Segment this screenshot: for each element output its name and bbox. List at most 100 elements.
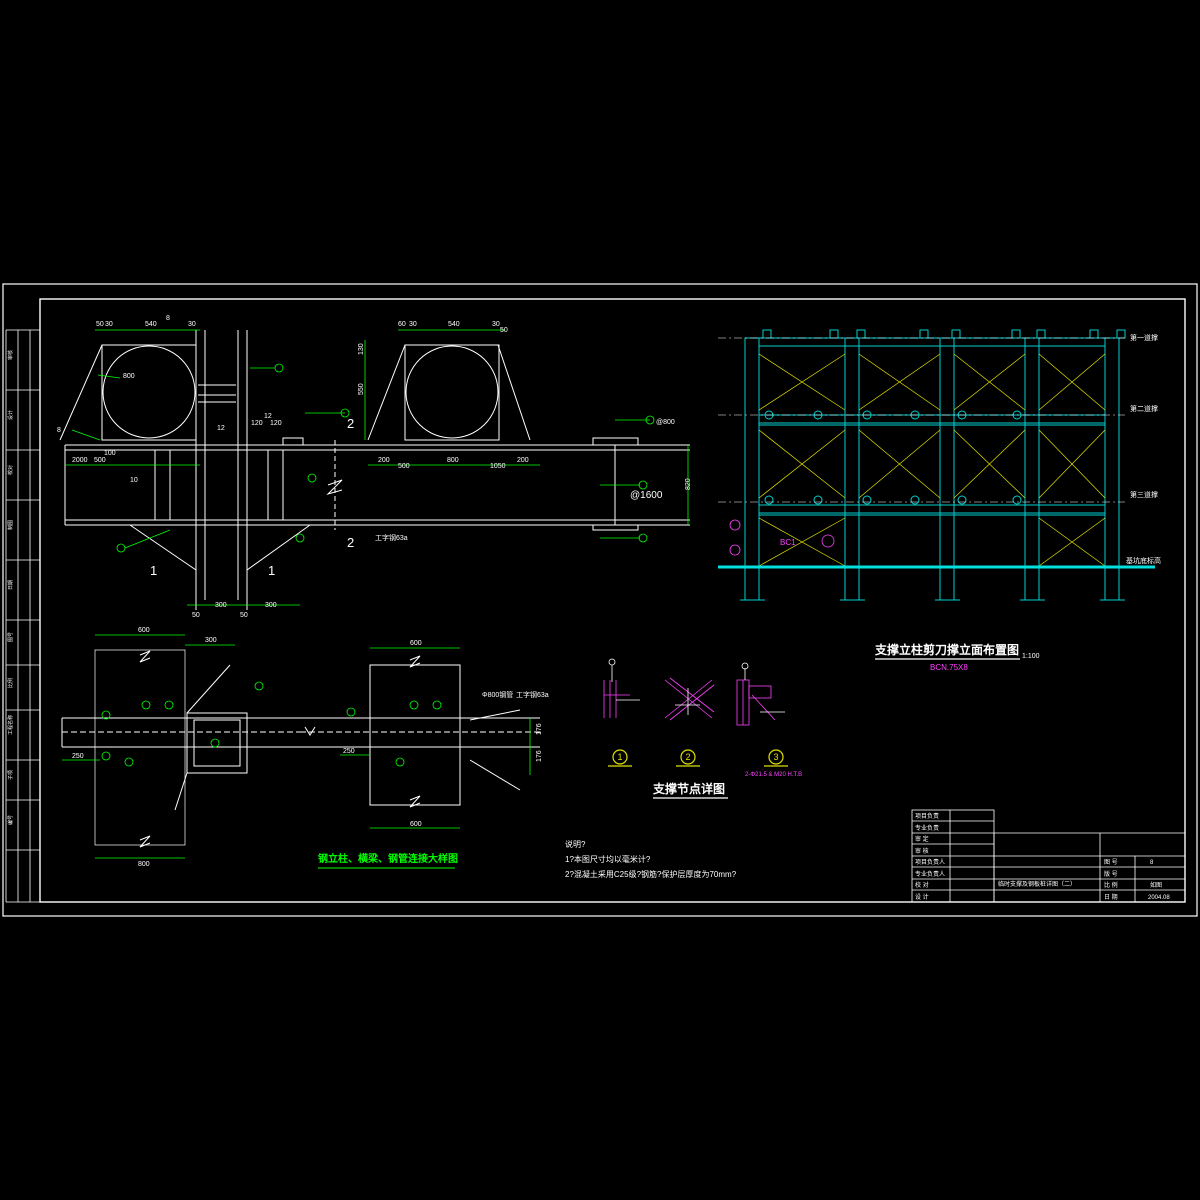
node-labels: 1 2 3 bbox=[617, 752, 778, 762]
dim-text: 50 bbox=[192, 612, 200, 619]
connection-title: 钢立柱、横梁、钢管连接大样图 bbox=[318, 852, 458, 865]
title-row: 校 对 bbox=[915, 881, 929, 889]
node-details bbox=[603, 658, 788, 767]
inner-border bbox=[39, 298, 1186, 903]
sidebar-label: 校对 bbox=[7, 465, 14, 475]
section-mark: 2 bbox=[347, 416, 354, 431]
node-note: 2-Φ21.5 & M20 H.T.B bbox=[745, 772, 802, 778]
title-row: 项目负责 bbox=[915, 812, 939, 820]
pipe-beam-detail bbox=[59, 330, 690, 610]
elevation-frame bbox=[718, 329, 1155, 601]
dim-text: 500 bbox=[398, 463, 410, 470]
dim-text: 540 bbox=[448, 321, 460, 328]
reference-balloons bbox=[116, 363, 655, 553]
dim-text: 1050 bbox=[490, 463, 506, 470]
node-label: 2 bbox=[685, 752, 690, 762]
dim-text: 800 bbox=[123, 373, 135, 380]
section-mark: 2 bbox=[347, 535, 354, 550]
node-detail-title: 支撑节点详图 bbox=[652, 781, 725, 796]
connection-dims bbox=[62, 634, 531, 859]
node-label: 1 bbox=[617, 752, 622, 762]
title-block-right: 图 号 8 版 号 比 例 如图 日 期 2004.08 bbox=[1104, 859, 1170, 901]
title-block-left: 项目负责 专业负责 审 定 审 核 项目负责人 专业负责人 校 对 设 计 bbox=[915, 812, 945, 901]
dim-text: 工字钢63a bbox=[375, 533, 408, 542]
sidebar-label: 子项 bbox=[7, 770, 14, 780]
sidebar-label: 工程名称 bbox=[7, 715, 14, 735]
dim-text: 200 bbox=[517, 457, 529, 464]
dim-text: 250 bbox=[343, 748, 355, 755]
notes-line: 2?混凝土采用C25级?钢筋?保护层厚度为70mm? bbox=[565, 869, 737, 879]
dim-text: @1600 bbox=[630, 490, 663, 501]
title-label: 日 期 bbox=[1104, 893, 1118, 901]
dim-text-top-left: 50 30 540 8 30 800 2000 500 100 12 120 1… bbox=[57, 315, 282, 619]
outer-border bbox=[2, 283, 1198, 917]
elevation-tag: BC1 bbox=[780, 538, 796, 547]
title-row: 审 定 bbox=[915, 835, 929, 843]
dim-text: Φ800钢管 bbox=[482, 690, 513, 699]
dim-text: 800 bbox=[138, 861, 150, 868]
dim-text: 600 bbox=[410, 640, 422, 647]
section-marks: 1 1 2 2 bbox=[150, 416, 354, 578]
dim-text: 250 bbox=[72, 753, 84, 760]
dim-text: 30 bbox=[105, 321, 113, 328]
dim-text: @800 bbox=[656, 419, 675, 426]
level-label: 第三道撑 bbox=[1130, 490, 1158, 499]
dim-text: 8 bbox=[57, 427, 61, 434]
title-value: 8 bbox=[1150, 860, 1154, 866]
dim-text: 50 bbox=[500, 327, 508, 334]
notes-line: 1?本图尺寸均以毫米计? bbox=[565, 854, 651, 864]
dim-text: 540 bbox=[145, 321, 157, 328]
dim-text: 300 bbox=[265, 602, 277, 609]
dim-text: 130 bbox=[358, 343, 365, 355]
dim-text: 176 bbox=[536, 723, 543, 735]
dim-text: 176 bbox=[536, 750, 543, 762]
dim-text: 200 bbox=[378, 457, 390, 464]
level-label: 第一道撑 bbox=[1130, 333, 1158, 342]
title-value: 2004.08 bbox=[1148, 895, 1170, 901]
sidebar-label: 日期 bbox=[8, 580, 14, 590]
connection-detail bbox=[61, 649, 540, 848]
dim-text: 100 bbox=[104, 450, 116, 457]
connection-dim-text: 600 300 250 800 600 Φ800钢管 工字钢63a 250 17… bbox=[72, 627, 549, 868]
dim-text: 50 bbox=[240, 612, 248, 619]
dim-text: 600 bbox=[410, 821, 422, 828]
section-mark: 1 bbox=[268, 563, 275, 578]
dim-text: 300 bbox=[215, 602, 227, 609]
dim-text: 120 bbox=[270, 420, 282, 427]
dim-text: 300 bbox=[205, 637, 217, 644]
node-label: 3 bbox=[773, 752, 778, 762]
title-label: 比 例 bbox=[1104, 881, 1118, 889]
dim-text: 工字钢63a bbox=[516, 690, 549, 699]
dim-text: 60 bbox=[398, 321, 406, 328]
title-row: 专业负责 bbox=[915, 824, 939, 832]
dim-text: 500 bbox=[94, 457, 106, 464]
dimension-lines bbox=[65, 329, 689, 606]
title-value: 如图 bbox=[1150, 881, 1162, 889]
sidebar-label: 比例 bbox=[7, 678, 14, 688]
dim-text: 550 bbox=[358, 383, 365, 395]
level-label: 第二道撑 bbox=[1130, 404, 1158, 413]
elevation-level-labels: 第一道撑 第二道撑 第三道撑 基坑底标高 bbox=[1126, 333, 1161, 565]
notes-heading: 说明? bbox=[565, 839, 586, 849]
dim-text-top-mid: 60 30 540 30 50 550 130 200 500 800 1050… bbox=[358, 321, 692, 542]
dim-text: 120 bbox=[251, 420, 263, 427]
dim-text: 600 bbox=[138, 627, 150, 634]
title-label: 图 号 bbox=[1104, 859, 1118, 866]
sidebar-strip bbox=[5, 329, 41, 903]
dim-text: 8 bbox=[166, 315, 170, 322]
elevation-scale: 1:100 bbox=[1022, 653, 1040, 660]
elevation-section: BCN.75X8 bbox=[930, 663, 968, 672]
dim-text: 10 bbox=[130, 477, 138, 484]
title-label: 版 号 bbox=[1104, 870, 1118, 878]
dim-text: 30 bbox=[188, 321, 196, 328]
title-row: 审 核 bbox=[915, 847, 929, 855]
dim-text: 2000 bbox=[72, 457, 88, 464]
sidebar-label: 编号 bbox=[7, 815, 14, 825]
section-mark: 1 bbox=[150, 563, 157, 578]
notes: 说明? 1?本图尺寸均以毫米计? 2?混凝土采用C25级?钢筋?保护层厚度为70… bbox=[565, 839, 737, 879]
dim-text: 12 bbox=[264, 413, 272, 420]
sidebar-label: 设计 bbox=[7, 410, 14, 420]
dim-text: 820 bbox=[685, 478, 692, 490]
elevation-title: 支撑立柱剪刀撑立面布置图 bbox=[874, 642, 1019, 657]
